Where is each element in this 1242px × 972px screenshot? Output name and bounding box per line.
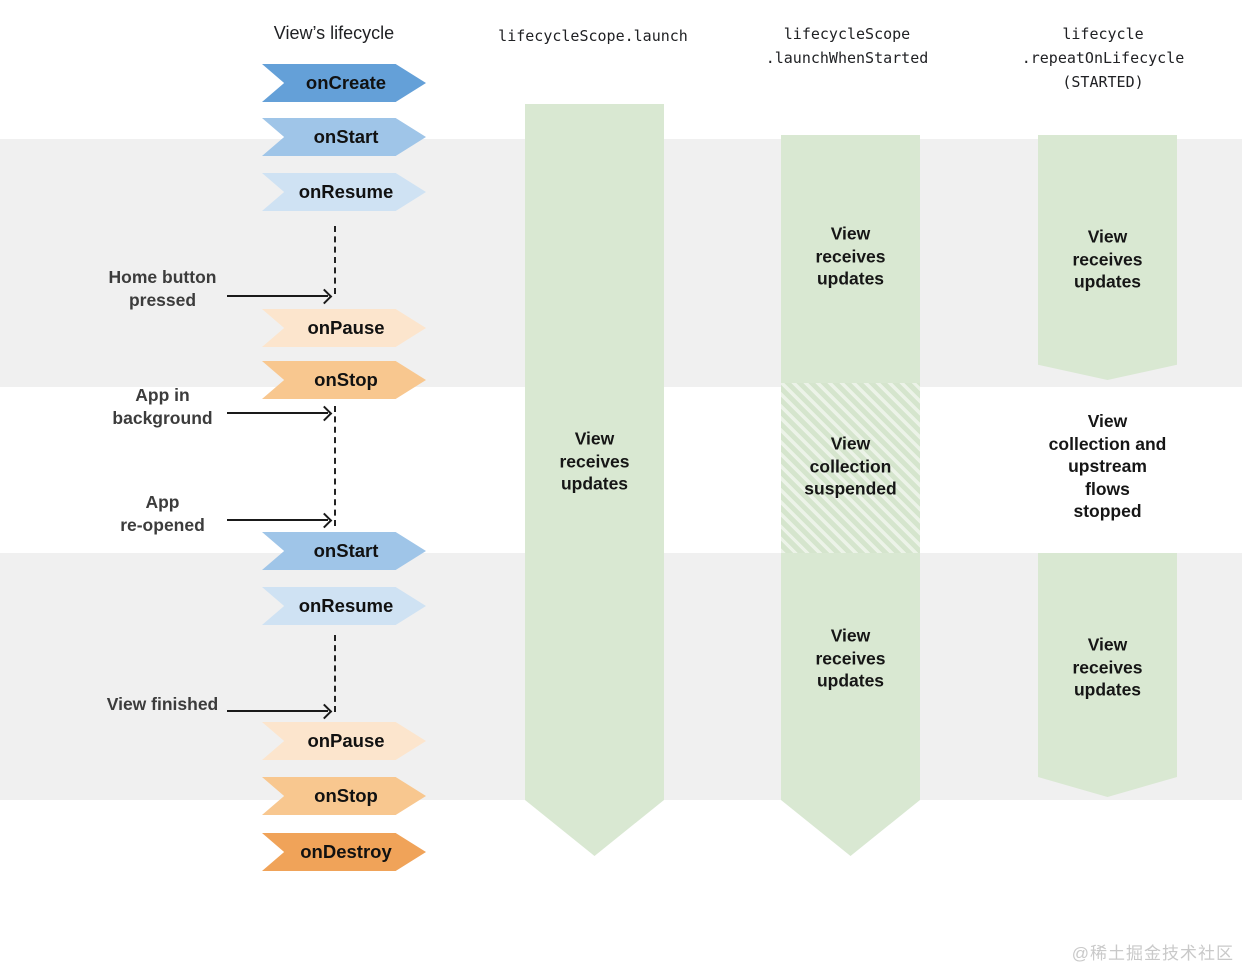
header-lifecyclescope-launch: lifecycleScope.launch <box>498 27 688 45</box>
lifecycle-badge-onstop-2: onStop <box>262 777 426 815</box>
annotation-view-finished: View finished <box>106 694 219 714</box>
lifecycle-badge-onresume-2: onResume <box>262 587 426 625</box>
dashed-line-3 <box>334 635 336 712</box>
repeat-segment-top: View receives updates <box>1038 135 1177 380</box>
annotation-app-in-background: App in background <box>112 385 213 428</box>
arrow-app-reopened <box>227 519 328 521</box>
launchwhenstarted-segment-top: View receives updates <box>781 135 920 383</box>
launchwhenstarted-receives-top-label: View receives updates <box>815 223 886 289</box>
repeat-stopped-label: View collection and upstream flows stopp… <box>1048 410 1167 521</box>
repeat-segment-bottom: View receives updates <box>1038 553 1177 797</box>
launch-column-arrow: View receives updates <box>525 104 664 856</box>
annotation-home-button-pressed: Home button pressed <box>108 267 217 310</box>
arrow-view-finished <box>227 710 328 712</box>
launchwhenstarted-receives-bottom-label: View receives updates <box>815 625 886 691</box>
dashed-line-2 <box>334 406 336 526</box>
arrow-home-button-pressed <box>227 295 328 297</box>
lifecycle-badge-onstart: onStart <box>262 118 426 156</box>
lifecycle-badge-onstop: onStop <box>262 361 426 399</box>
launchwhenstarted-segment-bottom: View receives updates <box>781 553 920 856</box>
dashed-line-1 <box>334 226 336 294</box>
watermark-text: @稀土掘金技术社区 <box>1071 944 1234 963</box>
arrow-app-in-background <box>227 412 328 414</box>
lifecycle-badge-onpause-2: onPause <box>262 722 426 760</box>
lifecycle-badge-ondestroy: onDestroy <box>262 833 426 871</box>
lifecycle-badge-onpause: onPause <box>262 309 426 347</box>
header-launchwhenstarted: lifecycleScope .launchWhenStarted <box>765 25 929 67</box>
launch-receives-updates-label: View receives updates <box>559 428 630 494</box>
lifecycle-badge-onresume: onResume <box>262 173 426 211</box>
launchwhenstarted-suspended-segment: View collection suspended <box>781 383 920 553</box>
repeat-receives-top-label: View receives updates <box>1072 226 1143 292</box>
lifecycle-badge-oncreate: onCreate <box>262 64 426 102</box>
annotation-app-reopened: App re-opened <box>120 492 205 535</box>
header-views-lifecycle: View’s lifecycle <box>273 23 395 43</box>
launchwhenstarted-suspended-label: View collection suspended <box>804 433 897 499</box>
header-repeatonlifecycle: lifecycle .repeatOnLifecycle (STARTED) <box>1021 25 1185 91</box>
lifecycle-badge-onstart-2: onStart <box>262 532 426 570</box>
repeat-receives-bottom-label: View receives updates <box>1072 634 1143 700</box>
